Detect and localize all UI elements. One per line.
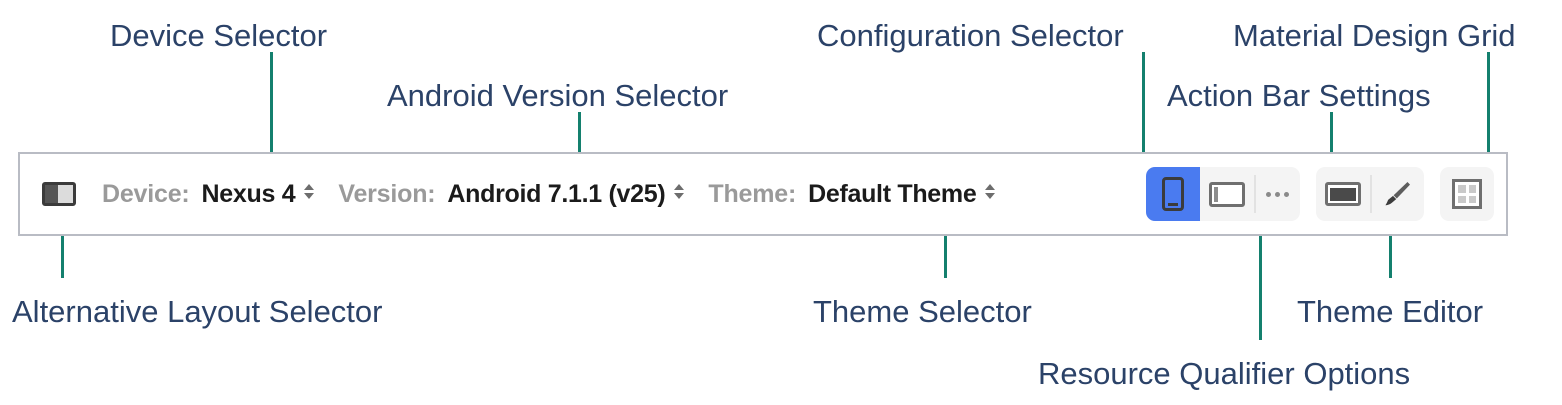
device-selector-value[interactable]: Nexus 4 xyxy=(201,179,296,208)
leader-line xyxy=(944,236,947,278)
device-selector-stepper-icon[interactable] xyxy=(304,183,315,199)
material-design-grid-button[interactable] xyxy=(1440,167,1494,221)
overflow-dots-icon xyxy=(1265,191,1289,197)
annotation-label: Android Version Selector xyxy=(387,78,729,113)
annotation-label: Theme Editor xyxy=(1297,294,1484,329)
theme-selector[interactable]: Theme: Default Theme xyxy=(708,180,976,209)
theme-selector-stepper-icon[interactable] xyxy=(985,183,996,199)
resource-qualifier-options-button[interactable] xyxy=(1254,167,1300,221)
alternative-layout-selector-icon[interactable] xyxy=(42,182,76,206)
android-version-selector[interactable]: Version: Android 7.1.1 (v25) xyxy=(338,180,665,209)
leader-line xyxy=(1330,112,1333,177)
leader-line xyxy=(1142,52,1145,177)
paintbrush-icon xyxy=(1385,182,1410,206)
grid-group xyxy=(1440,167,1494,221)
leader-line xyxy=(1389,236,1392,278)
action-bar-settings-button[interactable] xyxy=(1316,167,1370,221)
theme-selector-label: Theme: xyxy=(708,179,797,208)
android-layout-editor-toolbar: Device: Nexus 4 Version: Android 7.1.1 (… xyxy=(18,152,1508,236)
alt-layout-right-pane xyxy=(57,185,73,203)
version-selector-label: Version: xyxy=(338,179,436,208)
leader-line xyxy=(578,112,581,152)
alt-layout-left-pane xyxy=(45,185,58,203)
landscape-phone-icon xyxy=(1209,181,1245,207)
theme-editor-button[interactable] xyxy=(1370,167,1424,221)
version-selector-value[interactable]: Android 7.1.1 (v25) xyxy=(447,179,666,208)
material-design-grid-icon xyxy=(1452,179,1482,209)
action-bar-icon xyxy=(1325,182,1361,206)
leader-line xyxy=(270,52,273,152)
device-selector[interactable]: Device: Nexus 4 xyxy=(102,179,296,209)
portrait-orientation-button[interactable] xyxy=(1146,167,1200,221)
configuration-selector-group xyxy=(1146,167,1300,221)
leader-line xyxy=(1259,236,1262,340)
version-selector-stepper-icon[interactable] xyxy=(674,183,685,199)
leader-line xyxy=(1487,52,1490,177)
annotation-label: Alternative Layout Selector xyxy=(12,294,383,329)
annotation-label: Resource Qualifier Options xyxy=(1038,356,1411,391)
landscape-orientation-button[interactable] xyxy=(1200,167,1254,221)
annotation-label: Action Bar Settings xyxy=(1167,78,1431,113)
theme-selector-value[interactable]: Default Theme xyxy=(808,179,977,208)
annotation-label: Configuration Selector xyxy=(817,18,1124,53)
annotation-label: Material Design Grid xyxy=(1233,18,1516,53)
device-selector-label: Device: xyxy=(102,179,190,208)
portrait-phone-icon xyxy=(1162,177,1184,211)
annotation-label: Theme Selector xyxy=(813,294,1032,329)
appearance-group xyxy=(1316,167,1424,221)
leader-line xyxy=(61,236,64,278)
annotation-label: Device Selector xyxy=(110,18,328,53)
